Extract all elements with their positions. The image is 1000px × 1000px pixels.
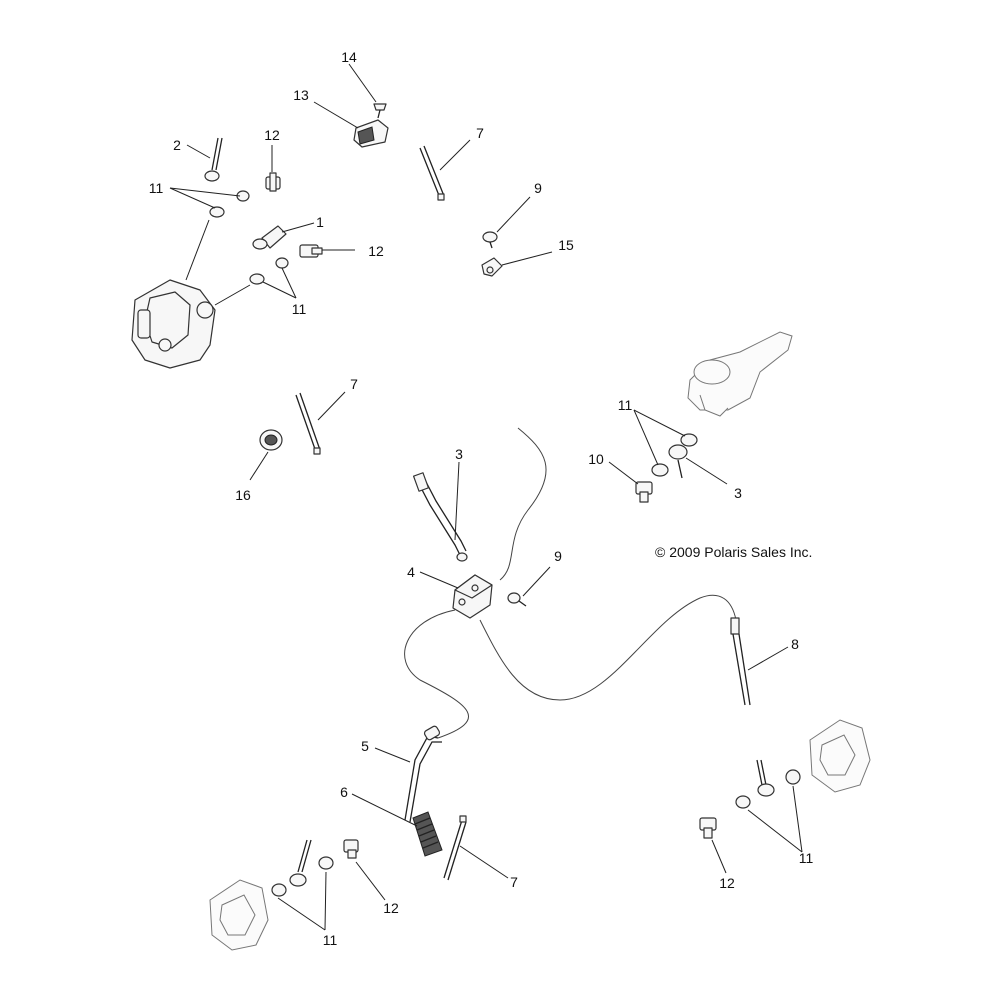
cable-tie-7-b: [295, 392, 321, 455]
callout-16: 16: [235, 487, 251, 503]
brake-hose-3-mid: [412, 472, 468, 562]
brake-hose-lower-left: [289, 839, 312, 887]
callout-5: 5: [361, 738, 369, 754]
callout-3-mid: 3: [455, 446, 463, 462]
banjo-bolt-12-a: [265, 172, 281, 192]
spring-guard-6: [412, 811, 443, 857]
callout-9-top: 9: [534, 180, 542, 196]
grommet-16: [259, 429, 283, 451]
washer-11-e: [680, 433, 698, 447]
leader-lines: [169, 63, 803, 931]
callout-12-mid: 12: [368, 243, 384, 259]
callout-labels: 1 2 3 3 4 5 6 7 7 7 8 9 9 10 11 11 11 11…: [149, 49, 814, 948]
callout-12-bottom-left: 12: [383, 900, 399, 916]
washer-11-g: [318, 856, 334, 870]
front-left-caliper: [131, 279, 216, 369]
banjo-bolt-12-b: [299, 244, 323, 258]
rear-right-caliper: [809, 719, 871, 793]
screw-9-b: [507, 592, 527, 607]
callout-10: 10: [588, 451, 604, 467]
brake-line-right: [479, 594, 737, 701]
callout-12-bottom-right: 12: [719, 875, 735, 891]
callout-11-top-left: 11: [149, 180, 164, 196]
callout-11-right: 11: [618, 397, 633, 413]
callout-6: 6: [340, 784, 348, 800]
callout-11-mid-left: 11: [292, 301, 307, 317]
callout-4: 4: [407, 564, 415, 580]
callout-11-bottom-right: 11: [799, 850, 814, 866]
rear-left-caliper: [209, 879, 269, 951]
clip-15: [481, 257, 503, 277]
brake-hose-3-right: [668, 444, 688, 479]
washer-11-h: [271, 883, 287, 897]
callout-11-bottom-left: 11: [323, 932, 338, 948]
distribution-block-4: [452, 574, 493, 619]
callout-2: 2: [173, 137, 181, 153]
copyright-notice: © 2009 Polaris Sales Inc.: [655, 544, 812, 560]
washer-11-j: [735, 795, 751, 809]
washer-11-b: [209, 206, 225, 218]
callout-7-bottom: 7: [510, 874, 518, 890]
callout-13: 13: [293, 87, 309, 103]
bracket-13: [353, 119, 389, 148]
callout-12-top: 12: [264, 127, 280, 143]
hose-fitting-1: [252, 225, 287, 250]
callout-3-right: 3: [734, 485, 742, 501]
callout-7-mid: 7: [350, 376, 358, 392]
callout-7-top: 7: [476, 125, 484, 141]
washer-11-c: [275, 257, 289, 269]
callout-14: 14: [341, 49, 357, 65]
callout-15: 15: [558, 237, 574, 253]
brake-hose-5: [404, 725, 442, 823]
bolt-10: [635, 481, 653, 503]
screw-14: [373, 103, 387, 119]
brake-line-left: [404, 609, 470, 739]
callout-8: 8: [791, 636, 799, 652]
callout-9-mid: 9: [554, 548, 562, 564]
washer-11-f: [651, 463, 669, 477]
washer-11-d: [249, 273, 265, 285]
callout-1: 1: [316, 214, 324, 230]
cable-tie-7-c: [443, 815, 467, 881]
master-cylinder: [687, 331, 793, 417]
brake-line-upper: [499, 427, 547, 581]
washer-11-i: [785, 769, 801, 785]
banjo-bolt-12-c: [343, 839, 359, 859]
brake-hose-8: [730, 617, 751, 706]
screw-9-a: [482, 231, 498, 249]
banjo-bolt-12-d: [699, 817, 717, 839]
brake-hose-lower-right: [756, 759, 775, 797]
cable-tie-7-a: [419, 145, 445, 201]
brake-hose-2: [204, 137, 223, 182]
